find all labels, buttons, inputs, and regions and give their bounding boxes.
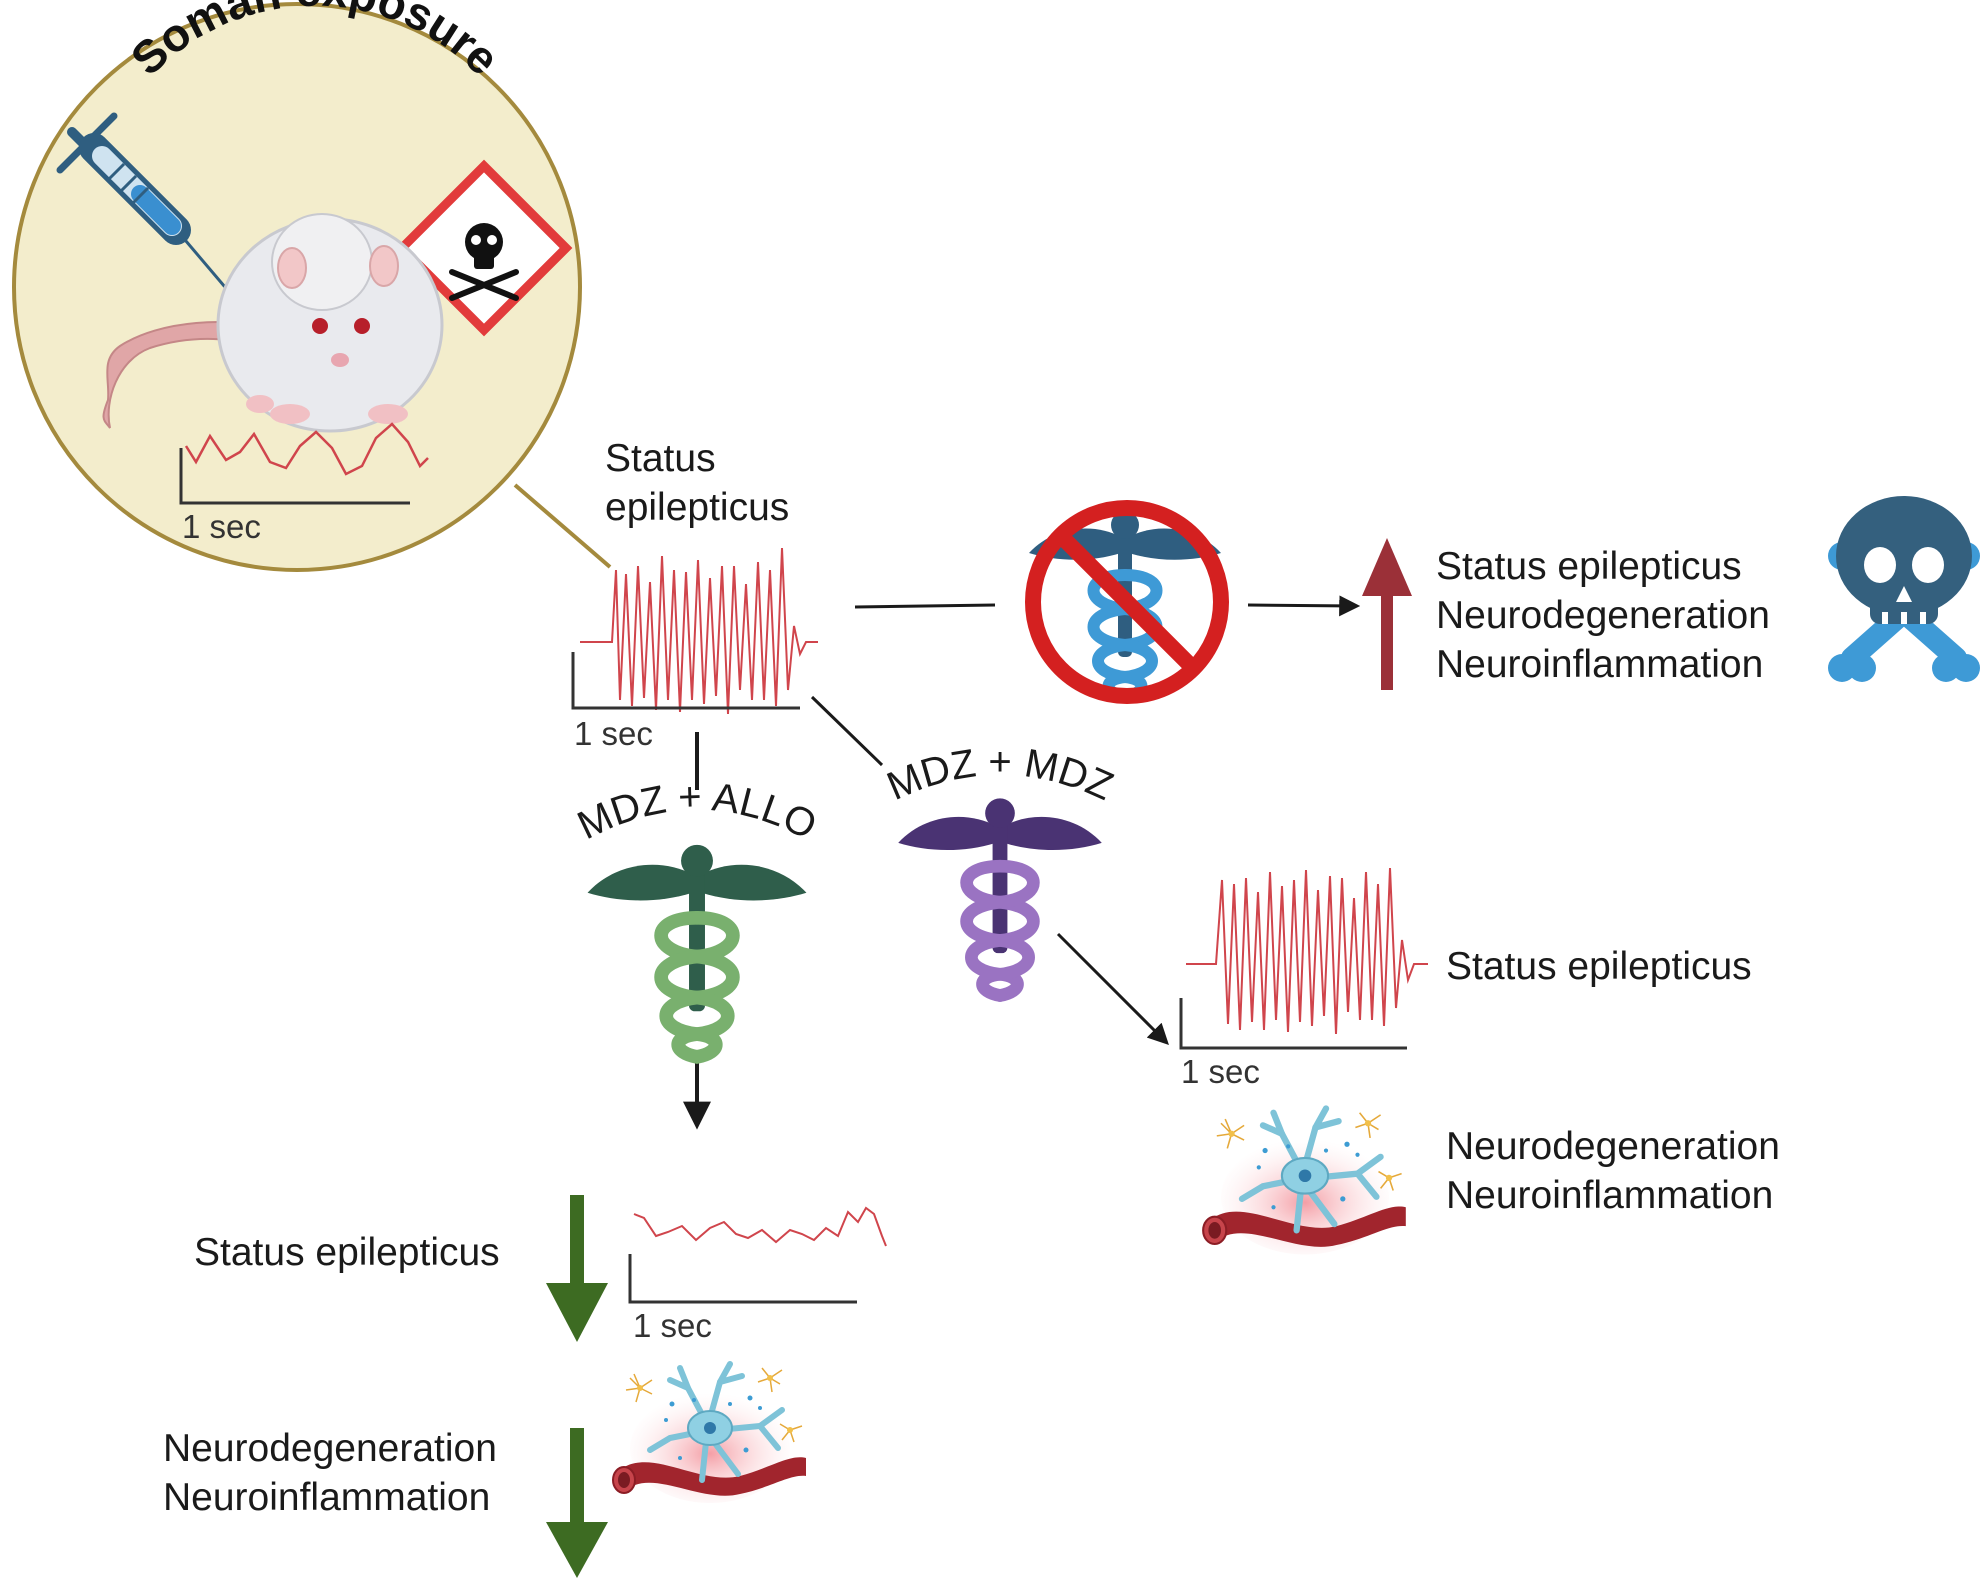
caduceus-icon bbox=[587, 844, 807, 1057]
mdz-allo-neurodegeneration: Neurodegeneration bbox=[163, 1427, 497, 1470]
connector-no-treatment bbox=[854, 603, 996, 609]
increase-arrow-shaft bbox=[1381, 590, 1393, 690]
no-treatment-outcomes: Status epilepticus Neurodegeneration Neu… bbox=[1436, 542, 1770, 689]
increase-arrow bbox=[1362, 538, 1412, 690]
baseline-scale-label: 1 sec bbox=[574, 715, 653, 752]
baseline-status-line1: Status bbox=[605, 437, 716, 480]
mdz-mdz-neuroinflammation: Neuroinflammation bbox=[1446, 1174, 1774, 1217]
syringe-icon bbox=[56, 112, 238, 301]
baseline-status-line2: epilepticus bbox=[605, 486, 790, 529]
baseline-scale-bar bbox=[571, 652, 800, 710]
mdz-mdz-status-label: Status epilepticus bbox=[1446, 945, 1752, 988]
mdz-allo-label: MDZ + ALLO bbox=[571, 775, 823, 848]
baseline-status-label: Status epilepticus bbox=[605, 434, 789, 532]
mdz-allo-status-label: Status epilepticus bbox=[194, 1231, 500, 1274]
mdz-allo-eeg-trace bbox=[633, 1206, 887, 1247]
mdz-allo-outcomes: Neurodegeneration Neuroinflammation bbox=[163, 1424, 497, 1522]
mdz-mdz-scale-label: 1 sec bbox=[1181, 1053, 1260, 1090]
mdz-mdz-neurodegeneration: Neurodegeneration bbox=[1446, 1125, 1780, 1168]
outcome-status-epilepticus: Status epilepticus bbox=[1436, 545, 1742, 588]
mdz-allo-neuroinflammation: Neuroinflammation bbox=[163, 1476, 491, 1519]
outcome-neuroinflammation: Neuroinflammation bbox=[1436, 643, 1764, 686]
decrease-arrow-neuro bbox=[546, 1428, 608, 1578]
exposure-panel: Soman exposure bbox=[12, 0, 612, 572]
exposure-eeg-trace bbox=[184, 422, 429, 476]
arrow-to-outcomes bbox=[1247, 595, 1361, 617]
mdz-mdz-eeg-trace bbox=[1186, 867, 1428, 1035]
neuroinflammation-icon bbox=[1203, 1109, 1406, 1255]
mdz-allo-scale-label: 1 sec bbox=[633, 1307, 712, 1344]
outcome-neurodegeneration: Neurodegeneration bbox=[1436, 594, 1770, 637]
skull-crossbones-icon bbox=[1828, 496, 1980, 682]
baseline-eeg-trace bbox=[580, 547, 818, 715]
mdz-mdz-outcomes: Neurodegeneration Neuroinflammation bbox=[1446, 1122, 1780, 1220]
arrow-mdz-mdz-outcome bbox=[1056, 932, 1169, 1045]
callout-line bbox=[513, 483, 612, 569]
increase-arrow-head bbox=[1362, 538, 1412, 596]
connector-mdz-mdz bbox=[810, 695, 884, 767]
no-treatment-group bbox=[1025, 500, 1229, 704]
rat-icon bbox=[102, 213, 444, 433]
mdz-mdz-scale-bar bbox=[1179, 998, 1407, 1050]
exposure-scale-bar bbox=[179, 448, 410, 505]
decrease-arrow-status bbox=[546, 1195, 608, 1342]
hazard-icon bbox=[395, 159, 573, 337]
mdz-allo-scale-bar bbox=[628, 1254, 857, 1304]
exposure-scale-label: 1 sec bbox=[182, 508, 261, 545]
prohibited-icon bbox=[1025, 500, 1229, 704]
caduceus-icon bbox=[898, 798, 1102, 996]
neuroinflammation-icon bbox=[613, 1364, 806, 1503]
